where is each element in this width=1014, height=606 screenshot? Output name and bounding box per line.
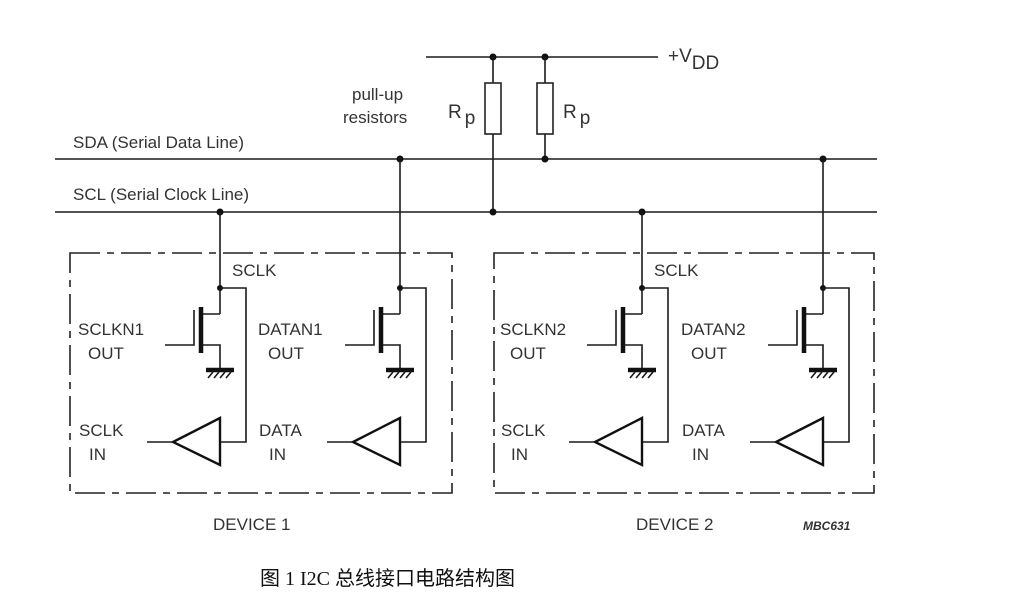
ground-hatch bbox=[635, 371, 642, 379]
ground-hatch bbox=[393, 371, 400, 379]
device-1-data-input-buffer bbox=[350, 416, 402, 467]
device-2-sclk-node-label: SCLK bbox=[654, 261, 699, 280]
device-2-clock-feedback-wire bbox=[642, 287, 669, 443]
ground-hatch bbox=[828, 371, 835, 379]
device-1-clock-in-label-line2: IN bbox=[89, 445, 106, 464]
device-2-clock-in-label-line1: SCLK bbox=[501, 421, 546, 440]
pullup-label-line2: resistors bbox=[343, 108, 407, 127]
ground-hatch bbox=[641, 371, 648, 379]
ground-hatch bbox=[219, 371, 226, 379]
device-1-data-in-label-line2: IN bbox=[269, 445, 286, 464]
device-2-data-transistor-gate bbox=[768, 310, 798, 346]
device-2-clock-in-label-line2: IN bbox=[511, 445, 528, 464]
device-1-clock-feedback-wire bbox=[220, 287, 247, 443]
pullup-resistor-scl bbox=[484, 82, 502, 135]
device-1-clock-source-wire bbox=[202, 344, 221, 370]
device-2-clock-source-wire bbox=[624, 344, 643, 370]
ground-hatch bbox=[225, 371, 232, 379]
device-1-data-source-wire bbox=[382, 344, 401, 370]
scl-label: SCL (Serial Clock Line) bbox=[73, 185, 249, 204]
vdd-label: +VDD bbox=[668, 46, 719, 74]
device-1-data-feedback-wire bbox=[400, 287, 427, 443]
device-1-clock-transistor-gate bbox=[165, 310, 195, 346]
junction-dot bbox=[541, 155, 549, 163]
device-1-clock-input-buffer bbox=[170, 416, 222, 467]
figure-caption: 图 1 I2C 总线接口电路结构图 bbox=[260, 567, 515, 590]
device-1-boundary bbox=[69, 252, 453, 494]
device-1-clock-out-label-line1: SCLKN1 bbox=[78, 320, 144, 339]
device-2-data-out-label-line1: DATAN2 bbox=[681, 320, 746, 339]
device-1-data-transistor-gate bbox=[345, 310, 375, 346]
ground-hatch bbox=[405, 371, 412, 379]
device-1-label: DEVICE 1 bbox=[213, 515, 290, 534]
device-2-data-input-buffer bbox=[773, 416, 825, 467]
device-1-sclk-node-label: SCLK bbox=[232, 261, 277, 280]
pullup-resistor-sda bbox=[536, 82, 554, 135]
device-1-clock-out-label-line2: OUT bbox=[88, 344, 124, 363]
ground-hatch bbox=[647, 371, 654, 379]
ground-hatch bbox=[822, 371, 829, 379]
device-2-data-out-label-line2: OUT bbox=[691, 344, 727, 363]
figure-code: MBC631 bbox=[803, 519, 851, 533]
device-2-clock-out-label-line2: OUT bbox=[510, 344, 546, 363]
device-2-data-feedback-wire bbox=[823, 287, 850, 443]
ground-hatch bbox=[213, 371, 220, 379]
ground-hatch bbox=[629, 371, 636, 379]
pullup-label-line1: pull-up bbox=[352, 85, 403, 104]
device-2-clock-input-buffer bbox=[592, 416, 644, 467]
device-2-clock-transistor-gate bbox=[587, 310, 617, 346]
ground-hatch bbox=[810, 371, 817, 379]
device-1-data-in-label-line1: DATA bbox=[259, 421, 302, 440]
ground-hatch bbox=[207, 371, 214, 379]
ground-hatch bbox=[387, 371, 394, 379]
device-2-label: DEVICE 2 bbox=[636, 515, 713, 534]
device-1-clock-in-label-line1: SCLK bbox=[79, 421, 124, 440]
device-2-data-source-wire bbox=[805, 344, 824, 370]
junction-dot bbox=[489, 208, 497, 216]
device-2-data-in-label-line2: IN bbox=[692, 445, 709, 464]
device-2-data-in-label-line1: DATA bbox=[682, 421, 725, 440]
ground-hatch bbox=[816, 371, 823, 379]
sda-label: SDA (Serial Data Line) bbox=[73, 133, 244, 152]
device-2-boundary bbox=[493, 252, 875, 494]
device-2-clock-out-label-line1: SCLKN2 bbox=[500, 320, 566, 339]
ground-hatch bbox=[399, 371, 406, 379]
device-1-data-out-label-line2: OUT bbox=[268, 344, 304, 363]
device-1-data-out-label-line1: DATAN1 bbox=[258, 320, 323, 339]
